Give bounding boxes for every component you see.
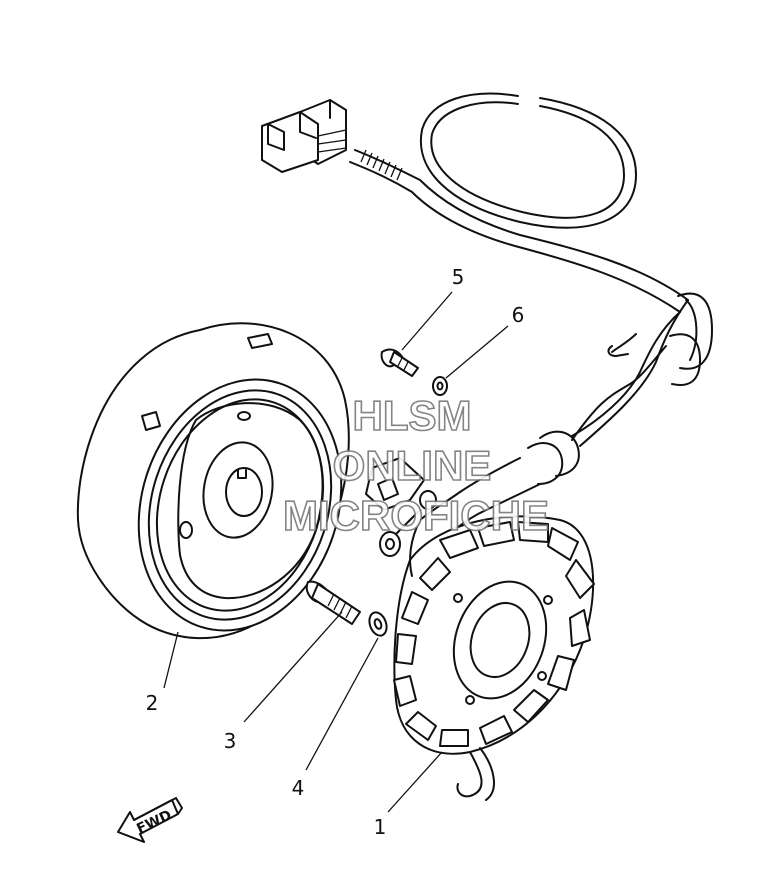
leader-line-6 xyxy=(445,325,509,379)
leader-line-5 xyxy=(401,291,453,351)
wire-harness xyxy=(349,92,713,557)
callout-6: 6 xyxy=(512,303,525,327)
bolt-rotor xyxy=(305,580,361,625)
leader-line-1 xyxy=(387,751,443,813)
leader-line-3 xyxy=(243,611,343,723)
bolt-pickup xyxy=(380,348,419,377)
pickup-coil xyxy=(365,457,437,557)
leader-line-2 xyxy=(163,631,179,689)
forward-direction-arrow-icon: FWD xyxy=(117,797,183,843)
watermark-line-2: ONLINE xyxy=(333,442,492,489)
leader-line-4 xyxy=(305,637,379,771)
watermark-line-3: MICROFICHE xyxy=(283,492,549,539)
callout-2: 2 xyxy=(146,691,159,715)
callout-3: 3 xyxy=(224,729,237,753)
watermark: HLSM ONLINE MICROFICHE xyxy=(282,391,550,540)
stator-assembly xyxy=(393,515,595,801)
callout-5: 5 xyxy=(452,265,465,289)
watermark-line-1: HLSM xyxy=(353,392,472,439)
washer-rotor xyxy=(368,611,388,637)
washer-pickup xyxy=(432,376,448,396)
callout-1: 1 xyxy=(374,815,387,839)
wire-connector xyxy=(261,99,347,173)
leader-lines xyxy=(163,291,509,813)
callout-4: 4 xyxy=(292,776,305,800)
flywheel-rotor xyxy=(76,322,350,640)
